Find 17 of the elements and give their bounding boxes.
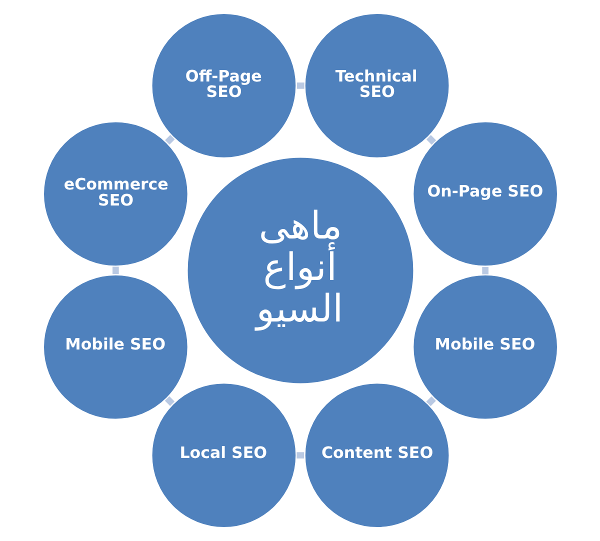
node-circle: On-Page SEO — [411, 120, 558, 268]
connector — [112, 266, 118, 274]
node-circle: Content SEO — [302, 382, 450, 529]
connector — [426, 135, 436, 145]
node-circle: Mobile SEO — [411, 273, 558, 421]
connector — [164, 396, 174, 406]
connector — [482, 266, 488, 274]
connector — [426, 396, 436, 406]
node-circle: Mobile SEO — [42, 273, 189, 421]
node-circle: ماهى أنواع السيو — [185, 156, 415, 386]
connector — [296, 452, 304, 458]
node-circle: Local SEO — [150, 382, 298, 529]
connector — [296, 82, 304, 89]
node-circle: eCommerce SEO — [42, 120, 189, 268]
node-circle: Off-Page SEO — [150, 12, 298, 160]
connector — [164, 134, 174, 145]
node-circle: Technical SEO — [302, 12, 450, 160]
